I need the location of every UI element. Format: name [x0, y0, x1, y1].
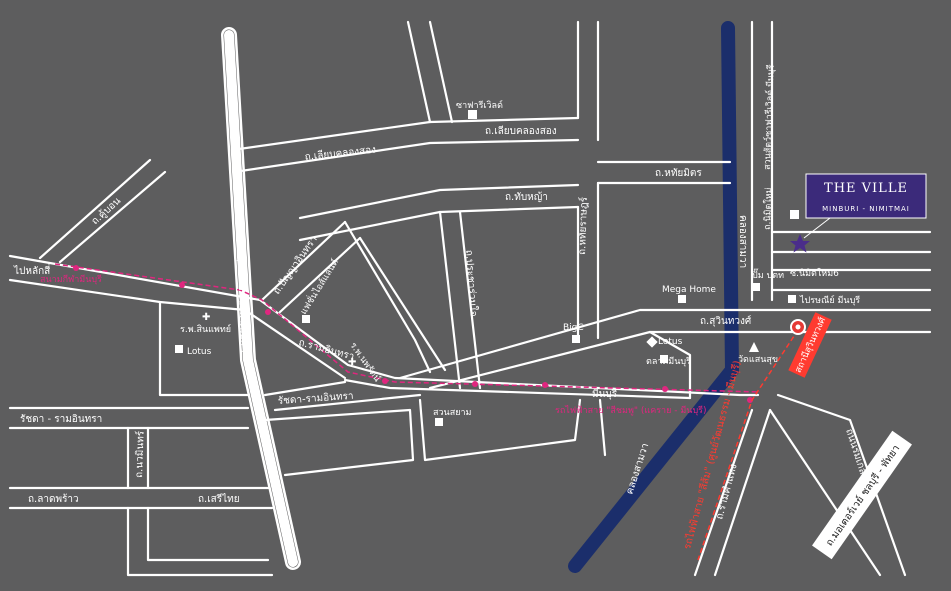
- label-pump: ปั๊ม ปตท: [752, 268, 784, 281]
- label-lotus-2: Lotus: [658, 337, 683, 347]
- pink-stations: [73, 265, 753, 403]
- marker-safari: [468, 110, 477, 119]
- the-ville-brand[interactable]: THE VILLE MINBURI - NIMITMAI: [805, 173, 927, 219]
- label-wat: วัดแสนสุข: [738, 355, 778, 365]
- label-bang-khen: ไปหลักสี่: [13, 263, 50, 277]
- hospital-icon: ✚: [202, 312, 210, 323]
- marker-fashion: [302, 315, 310, 323]
- orange-line: [697, 329, 799, 561]
- marker-megahome: [678, 295, 686, 303]
- marker-lotus-2: [646, 336, 658, 348]
- label-suan-siam: สวนสยาม: [433, 408, 472, 418]
- landmark-markers: [175, 110, 799, 426]
- label-post: ไปรษณีย์ มีนบุรี: [799, 294, 860, 306]
- marker-ville-square: [790, 210, 799, 219]
- brand-title: THE VILLE: [824, 181, 908, 196]
- star-icon[interactable]: [790, 234, 810, 253]
- label-ratchada-ramintra-2: รัชดา-รามอินทรา: [277, 391, 353, 407]
- label-seri-thai: ถ.เสรีไทย: [198, 493, 240, 505]
- label-liap-khlong-2: ถ.เลียบคลองสอง: [485, 125, 557, 137]
- marker-post: [788, 295, 796, 303]
- suwinthawong-station-marker[interactable]: [790, 319, 806, 335]
- label-thap-yai: ถ.ทับหญ้า: [505, 191, 548, 203]
- brand-pointer: [803, 217, 831, 239]
- label-bigc: BigC: [563, 323, 584, 333]
- marker-suansiam: [435, 418, 443, 426]
- label-suwinthawong: ถ.สุวินทวงศ์: [700, 315, 752, 327]
- label-nimit-mai: ถ.นิมิตใหม่: [762, 187, 774, 230]
- label-pink-line: รถไฟฟ้าสาย "สีชมพู" (แคราย - มีนบุรี): [555, 405, 707, 416]
- road-network: [8, 20, 932, 577]
- label-pracha-ruam: ถ.ประชาร่วมใจ: [463, 249, 480, 317]
- pink-line: [54, 263, 761, 393]
- label-nimit-mai-6: ซ.นิมิตใหม่6: [790, 268, 839, 279]
- brand-subtitle: MINBURI - NIMITMAI: [822, 205, 910, 213]
- label-canal-1: คลองสามวา: [737, 215, 748, 268]
- label-ratchada-ramintra: รัชดา - รามอินทรา: [20, 414, 102, 425]
- label-minburi: มีนบุรี: [592, 388, 618, 400]
- marker-lotus-1: [175, 345, 183, 353]
- label-lotus-1: Lotus: [187, 347, 212, 357]
- label-minburi-school: สนามกีฬามีนบุรี: [40, 274, 102, 285]
- marker-pump: [752, 283, 760, 291]
- label-min-market: ตลาดมีนบุรี: [646, 356, 691, 367]
- label-safari-road: สวนสัตว์ซาฟารีเวิลด์ มีนบุรี: [761, 64, 777, 170]
- temple-icon: [749, 342, 759, 352]
- label-megahome: Mega Home: [662, 285, 716, 295]
- label-kanchanaphisek: ( ถนนกาญจนาภิเษก ): [235, 258, 249, 353]
- hospital-icon: ✚: [348, 357, 356, 368]
- label-hosp-sinphaet: ร.พ.สินแพทย์: [180, 323, 231, 335]
- canal-samwa: [568, 21, 740, 573]
- label-safari-park: ซาฟารีเวิลด์: [456, 99, 503, 111]
- label-hathai-mitr: ถ.หทัยมิตร: [655, 168, 702, 179]
- label-hathai-rat: ถ.หทัยราษฎร์: [576, 196, 590, 255]
- marker-bigc: [572, 335, 580, 343]
- marker-market: [660, 355, 668, 363]
- label-lat-phrao: ถ.ลาดพร้าว: [28, 493, 79, 505]
- road-kanchanaphisek-core: [224, 30, 298, 567]
- label-nawamin: ถ.นวมินทร์: [133, 430, 147, 478]
